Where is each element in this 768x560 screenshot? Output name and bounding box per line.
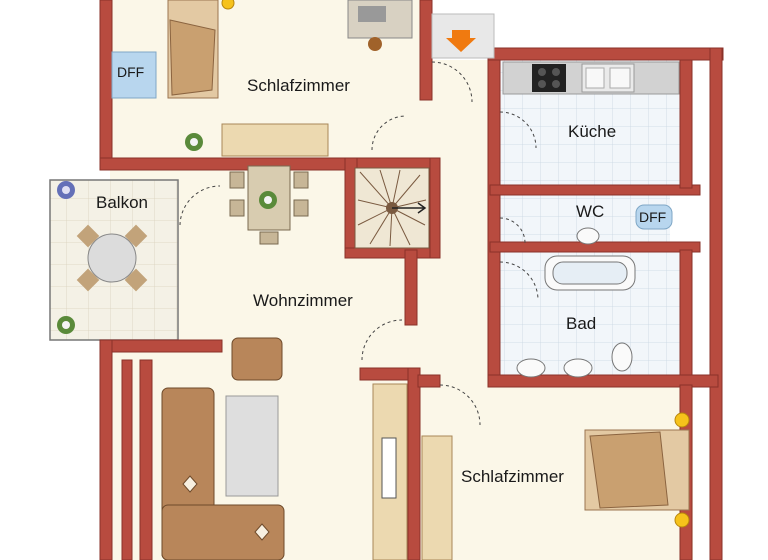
dff-windows <box>111 51 673 230</box>
coffee-table <box>225 395 279 497</box>
dff-label-left: DFF <box>117 64 145 80</box>
bath-fixtures <box>516 227 636 378</box>
dff-label-right: DFF <box>639 209 667 225</box>
entry-arrow-icon <box>446 30 476 52</box>
door-swings <box>179 61 539 426</box>
bed-bottom <box>584 412 690 528</box>
plant-icon <box>57 133 277 334</box>
entry-area <box>431 13 495 59</box>
room-label-wc: WC <box>576 202 605 221</box>
kitchen-counter <box>502 61 680 95</box>
room-label-bad: Bad <box>566 314 597 333</box>
desk-top <box>347 0 413 51</box>
armchair <box>231 337 283 381</box>
room-label-wohnzimmer: Wohnzimmer <box>253 291 353 310</box>
bed-top <box>167 0 235 99</box>
sofa <box>161 387 285 560</box>
wardrobe <box>372 383 453 560</box>
room-label-schlafzimmer-top: Schlafzimmer <box>247 76 350 95</box>
stair-icon <box>354 167 430 249</box>
room-label-balkon: Balkon <box>96 193 148 212</box>
balkon-table <box>76 224 148 292</box>
room-label-kueche: Küche <box>568 122 617 141</box>
room-label-schlafzimmer-bottom: Schlafzimmer <box>461 467 564 486</box>
sideboard <box>221 123 329 157</box>
